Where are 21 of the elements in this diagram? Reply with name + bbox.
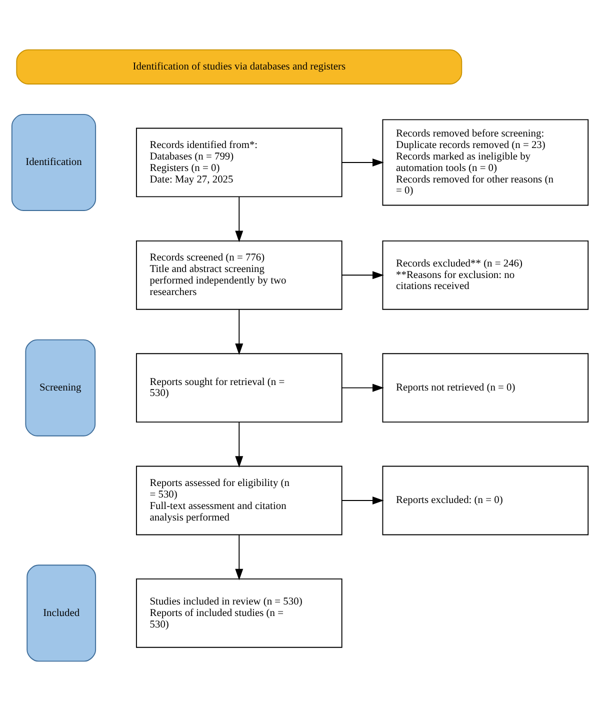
arrow <box>341 270 384 279</box>
node-box: Reports assessed for eligibility (n = 530) Full-text assessment and citation analysis performed <box>136 465 342 535</box>
arrow <box>341 158 384 166</box>
node-box: Identification of studies via databases and registers <box>16 48 462 84</box>
node-box: Reports excluded: (n = 0) <box>382 465 589 535</box>
node-box: Included <box>26 564 96 662</box>
arrow <box>235 308 244 354</box>
node-box: Records identified from*: Databases (n = 799) Registers (n = 0) Date: May 27, 2025 <box>136 127 342 197</box>
arrow <box>235 421 244 468</box>
node-box: Records removed before screening: Duplicate records removed (n = 23) Records marked as ineligible by automation tools (n = 0) Records removed for other reasons (n = 0) <box>382 118 589 206</box>
node-box: Reports not retrieved (n = 0) <box>382 352 589 422</box>
arrow <box>341 496 384 504</box>
arrow <box>341 383 384 392</box>
node-box: Records excluded** (n = 246) **Reasons for exclusion: no citations received <box>382 240 589 310</box>
node-box: Identification <box>11 113 96 210</box>
node-box: Reports sought for retrieval (n = 530) <box>136 352 342 422</box>
node-box: Studies included in review (n = 530) Reports of included studies (n = 530) <box>136 578 342 648</box>
node-box: Screening <box>25 338 96 436</box>
arrow <box>235 534 244 580</box>
arrow <box>235 196 244 242</box>
node-box: Records screened (n = 776) Title and abstract screening performed independently by two researchers <box>136 240 342 310</box>
